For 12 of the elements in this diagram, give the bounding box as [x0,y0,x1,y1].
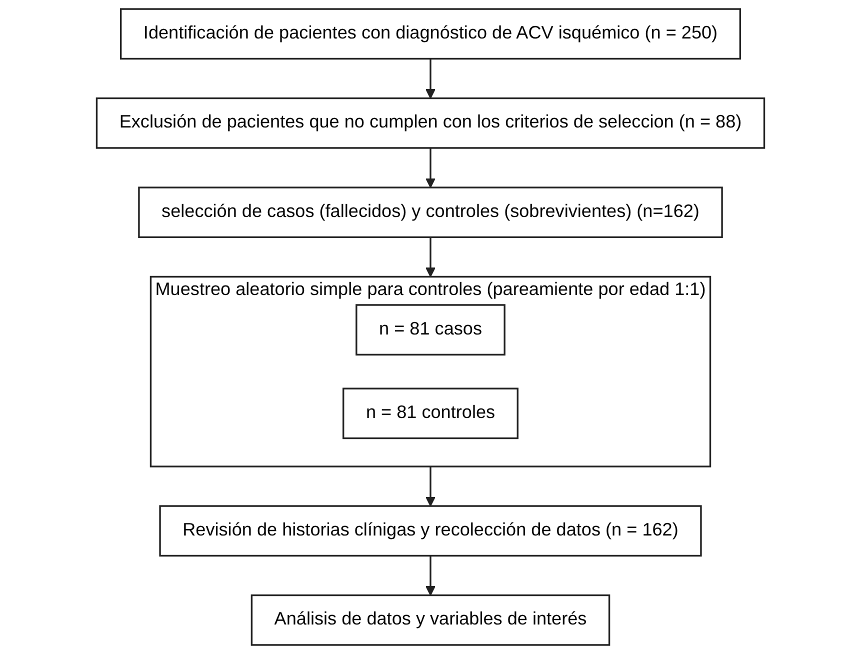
arrow [426,237,436,278]
node-box: n = 81 controles [342,388,518,440]
node-box: selección de casos (fallecidos) y controles (sobrevivientes) (n=162) [138,186,723,238]
arrow [426,466,436,506]
node-box: Revisión de historias clínigas y recolección de datos (n = 162) [159,505,702,557]
node-box: Análisis de datos y variables de interés [250,594,610,646]
node-box: Exclusión de pacientes que no cumplen con los criterios de seleccion (n = 88) [96,97,766,149]
node-box: Identificación de pacientes con diagnóstico de ACV isquémico (n = 250) [120,8,742,60]
arrow [426,58,436,99]
node-box: n = 81 casos [356,304,506,356]
arrow [426,556,436,596]
arrow [426,148,436,188]
